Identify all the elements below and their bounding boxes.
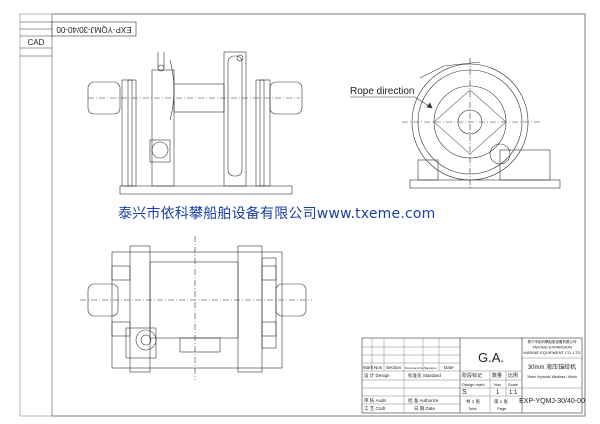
rev-header-document: Document No.	[405, 366, 424, 370]
product-name-en: 30mm Hydraulic Windlass / Winch	[527, 375, 577, 379]
nos-value: 1	[496, 390, 500, 396]
cad-label: CAD	[28, 38, 45, 47]
plan-view-drawing	[80, 236, 312, 380]
rope-direction-label: Rope direction	[350, 86, 414, 97]
rope-direction-arrow	[350, 96, 433, 109]
drawing-number-block: EXP-YQMJ-30/40-00 CAD	[20, 21, 137, 57]
rev-header-section: Section	[386, 365, 402, 370]
drawing-title: G.A.	[478, 350, 504, 365]
total-label: 共 1 张	[466, 398, 481, 405]
scale-en: Scale	[508, 382, 519, 387]
company-name-cn: 泰兴市依科攀船舶设备有限公司	[528, 339, 577, 344]
standard-label: 标准化 Standard	[408, 372, 442, 379]
drawing-number: EXP-YQMJ-30/40-00	[519, 398, 585, 405]
inverted-drawing-number: EXP-YQMJ-30/40-00	[56, 25, 132, 34]
design-label: 设 计 Design	[364, 372, 390, 379]
total-en: Total	[468, 406, 477, 411]
nos-en: Nos	[494, 382, 501, 387]
nos-label: 数量	[492, 372, 502, 379]
front-view-drawing	[87, 51, 303, 195]
product-name: 30mm 液压锚绞机	[528, 363, 576, 371]
design-mark-en: Design mark	[462, 382, 484, 387]
rev-header-nos: Nos	[374, 365, 383, 370]
page-label: 第 1 张	[494, 398, 509, 405]
scale-value: 1:1	[509, 390, 518, 396]
craft-label: 工 艺 Craft	[364, 406, 386, 411]
company-name-en-1: TAIXING EXPANSION	[532, 345, 572, 350]
company-name-en-2: MARINE EQUIPMENT CO.,LTD	[524, 350, 581, 355]
rev-header-signature: Signature	[424, 366, 437, 370]
date-label: 日 期 Date	[414, 406, 436, 412]
rev-header-date: Date	[444, 365, 454, 370]
side-view-drawing	[402, 58, 561, 190]
scale-label: 比例	[508, 372, 518, 379]
rev-header-mark: Mark	[363, 365, 374, 370]
page-en: Page	[497, 406, 507, 411]
inner-frame	[51, 13, 586, 417]
authorize-label: 批 准 Authorize	[408, 397, 439, 404]
website-watermark: 泰兴市依科攀船舶设备有限公司www.txeme.com	[118, 206, 436, 222]
design-mark-label: 阶段标记	[462, 372, 482, 379]
design-mark-value: S	[462, 389, 467, 396]
audit-label: 审 核 Audit	[364, 397, 387, 404]
title-block: Mark Nos Section Document No. Signature …	[361, 337, 585, 414]
